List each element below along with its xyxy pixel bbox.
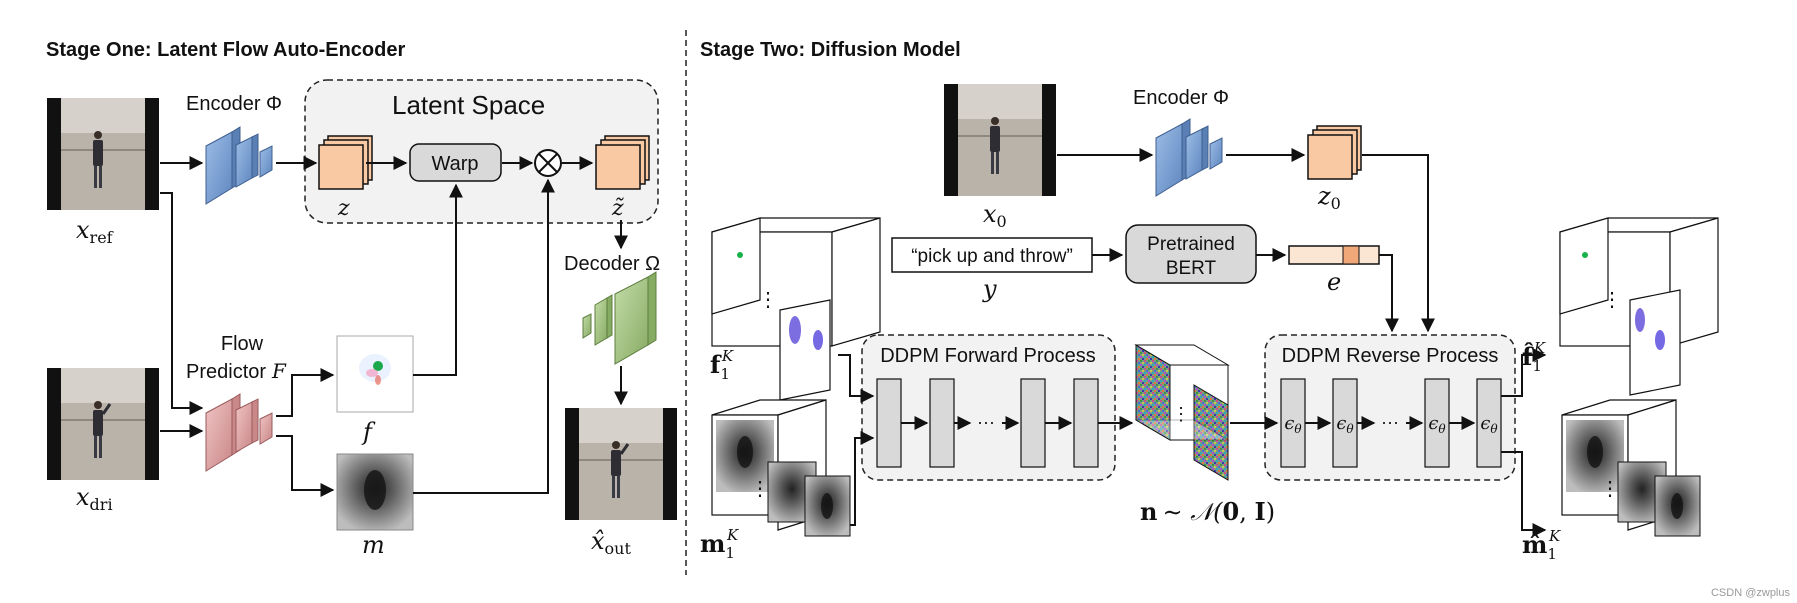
eps-step-1: ϵθ <box>1284 413 1302 436</box>
decoder-block <box>582 271 657 365</box>
encoder-block <box>205 126 273 205</box>
mask-sequence-cuboid-output: ⋮ <box>1561 399 1701 537</box>
z-tilde-label: z̃ <box>611 196 624 221</box>
ddpm-reverse-label: DDPM Reverse Process <box>1282 345 1499 367</box>
watermark: CSDN @zwplus <box>1711 587 1791 599</box>
y-label: y <box>982 275 997 303</box>
reverse-dots: ··· <box>1381 412 1399 432</box>
e-label: e <box>1327 268 1341 296</box>
flow-field-image <box>336 335 414 413</box>
x-dri-label: xdri <box>76 483 113 514</box>
latent-space-label: Latent Space <box>392 90 545 120</box>
text-embedding-bar <box>1288 245 1380 265</box>
ddpm-forward-panel <box>861 334 1116 481</box>
z0-label: z0 <box>1317 182 1341 213</box>
forward-dots: ··· <box>977 412 995 432</box>
m1K-vdots: ⋮ <box>750 478 770 500</box>
f-label: f <box>361 418 376 446</box>
forward-steps: ··· <box>876 378 1099 468</box>
z-feature-stack <box>318 135 373 190</box>
x-ref-image <box>47 98 159 210</box>
decoder-label: Decoder Ω <box>564 253 660 275</box>
ddpm-forward-label: DDPM Forward Process <box>880 345 1096 367</box>
x-out-label: x̂out <box>591 527 631 558</box>
stage-two-encoder-block <box>1155 118 1223 197</box>
x0-image <box>944 84 1056 196</box>
noise-vdots: ⋮ <box>1172 404 1190 424</box>
f1K-vdots: ⋮ <box>758 289 778 311</box>
z0-feature-stack <box>1307 125 1362 180</box>
x-dri-image <box>47 368 159 480</box>
warp-box <box>409 143 502 182</box>
m1K-hat-vdots: ⋮ <box>1600 478 1620 500</box>
noise-formula: n∼ 𝒩(0, I) <box>1140 497 1275 526</box>
m1K-hat-label: m̂1K <box>1522 527 1561 563</box>
stage-one-title: Stage One: Latent Flow Auto-Encoder <box>46 39 405 61</box>
eps-step-4: ϵθ <box>1480 413 1498 436</box>
flow-predictor-block <box>205 393 273 472</box>
bert-label-line1: Pretrained <box>1147 234 1235 255</box>
f1K-label: f1K <box>710 347 734 383</box>
ddpm-reverse-panel <box>1264 334 1516 481</box>
eps-step-3: ϵθ <box>1428 413 1446 436</box>
z-label: z <box>337 196 350 221</box>
flow-sequence-cuboid-output: ⋮ <box>1559 217 1719 396</box>
multiply-operator <box>534 149 562 177</box>
stage-two-title: Stage Two: Diffusion Model <box>700 39 961 61</box>
mask-sequence-cuboid-input: ⋮ <box>711 399 851 537</box>
bert-label-line2: BERT <box>1166 258 1217 279</box>
mask-image <box>336 453 414 531</box>
stage-two-arrows <box>838 148 1547 537</box>
flow-predictor-label-line1: Flow <box>221 333 264 355</box>
x-ref-label: xref <box>76 216 114 247</box>
stage-one-arrows <box>160 156 628 497</box>
f1K-hat-label: f̂1K <box>1522 339 1546 375</box>
text-prompt: “pick up and throw” <box>911 246 1073 267</box>
flow-sequence-cuboid-input: ⋮ <box>711 217 881 401</box>
reverse-steps: ϵθ ϵθ ϵθ ϵθ ··· <box>1280 378 1502 468</box>
text-prompt-box <box>891 237 1093 273</box>
m-label: m <box>362 531 385 559</box>
noise-cuboid: ⋮ <box>1134 344 1230 481</box>
encoder-label: Encoder Φ <box>186 93 282 115</box>
warp-label: Warp <box>431 153 478 175</box>
x-out-image <box>565 408 677 520</box>
x0-label: x0 <box>983 200 1007 231</box>
stage-two-encoder-label: Encoder Φ <box>1133 87 1229 109</box>
m1K-label: m1K <box>700 526 739 562</box>
z-tilde-feature-stack <box>595 135 650 190</box>
f1K-hat-vdots: ⋮ <box>1602 289 1622 311</box>
eps-step-2: ϵθ <box>1336 413 1354 436</box>
